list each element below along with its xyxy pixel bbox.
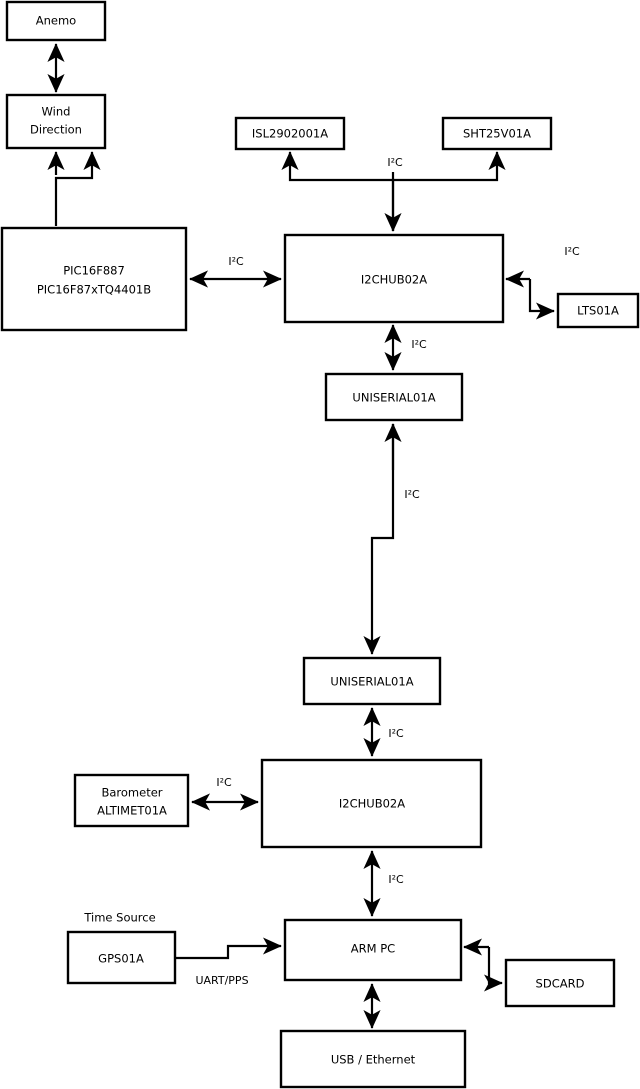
node-barometer-box[interactable]	[73, 773, 190, 828]
node-pic-mcu-label-line2: PIC16F87xTQ4401B	[37, 283, 151, 297]
node-wind-direction-label-line1: Wind	[42, 105, 71, 119]
node-isl2902001a-label: ISL2902001A	[252, 127, 328, 141]
node-sht25v01a[interactable]: SHT25V01A	[441, 116, 553, 151]
node-anemo[interactable]: Anemo	[5, 0, 107, 42]
edge-label-uniserial-bot-hub: I²C	[388, 727, 404, 740]
node-sht25v01a-box[interactable]	[441, 116, 553, 151]
node-uniserial01a-bottom[interactable]: UNISERIAL01A	[302, 656, 442, 706]
node-isl2902001a[interactable]: ISL2902001A	[234, 116, 346, 151]
node-arm-pc[interactable]: ARM PC	[283, 918, 463, 982]
edge-uniserial-link-down	[363, 424, 395, 655]
node-gps01a-box[interactable]	[66, 930, 177, 985]
node-lts01a-label: LTS01A	[577, 304, 619, 318]
node-pic-mcu-label-line1: PIC16F887	[63, 264, 125, 278]
node-i2chub02a-top-box[interactable]	[283, 233, 505, 324]
node-i2chub02a-top[interactable]: I2CHUB02A	[283, 233, 505, 324]
node-arm-pc-box[interactable]	[283, 918, 463, 982]
node-sdcard-box[interactable]	[504, 958, 616, 1008]
edge-label-hub-uniserial-top: I²C	[411, 338, 427, 351]
edge-label-gps-armpc: UART/PPS	[195, 974, 248, 987]
node-i2chub02a-bottom[interactable]: I2CHUB02A	[260, 758, 483, 849]
node-barometer-label-line1: Barometer	[101, 786, 162, 800]
node-sdcard[interactable]: SDCARD	[504, 958, 616, 1008]
node-uniserial01a-top[interactable]: UNISERIAL01A	[324, 372, 464, 422]
edge-label-uniserial-link: I²C	[404, 488, 420, 501]
edge-armpc-sdcard-out	[483, 947, 503, 992]
node-wind-direction-label-line2: Direction	[30, 123, 82, 137]
node-anemo-label: Anemo	[36, 14, 76, 28]
node-lts01a-box[interactable]	[556, 292, 640, 329]
edge-hub-sht	[393, 151, 506, 182]
node-uniserial01a-top-label: UNISERIAL01A	[352, 391, 435, 405]
node-usb-ethernet[interactable]: USB / Ethernet	[279, 1029, 467, 1089]
node-usb-ethernet-box[interactable]	[279, 1029, 467, 1089]
node-anemo-box[interactable]	[5, 0, 107, 42]
node-barometer-label-line2: ALTIMET01A	[97, 804, 167, 818]
edge-label-hub-lts: I²C	[564, 245, 580, 258]
edge-label-barometer-hub: I²C	[216, 776, 232, 789]
node-uniserial01a-bottom-box[interactable]	[302, 656, 442, 706]
edge-pic-wind	[54, 151, 101, 226]
node-pic-mcu[interactable]: PIC16F887 PIC16F87xTQ4401B	[0, 226, 188, 332]
node-wind-direction-box[interactable]	[5, 93, 107, 150]
node-isl2902001a-box[interactable]	[234, 116, 346, 151]
node-i2chub02a-bottom-label: I2CHUB02A	[339, 797, 405, 811]
edge-label-pic-hub: I²C	[228, 255, 244, 268]
edge-label-hub-sensors: I²C	[387, 156, 403, 169]
node-gps01a[interactable]: GPS01A	[66, 930, 177, 985]
edge-hub-isl	[281, 151, 395, 231]
node-i2chub02a-bottom-box[interactable]	[260, 758, 483, 849]
edge-label-hub-armpc: I²C	[388, 873, 404, 886]
label-time-source: Time Source	[83, 911, 155, 925]
edge-gps-armpc	[175, 937, 282, 960]
node-uniserial01a-bottom-label: UNISERIAL01A	[330, 675, 413, 689]
node-usb-ethernet-label: USB / Ethernet	[331, 1053, 416, 1067]
node-lts01a[interactable]: LTS01A	[556, 292, 640, 329]
node-wind-direction[interactable]: Wind Direction	[5, 93, 107, 150]
node-gps01a-label: GPS01A	[98, 952, 144, 966]
node-sdcard-label: SDCARD	[536, 977, 585, 991]
node-i2chub02a-top-label: I2CHUB02A	[361, 273, 427, 287]
edge-hub-lts-out	[528, 279, 555, 320]
node-pic-mcu-box[interactable]	[0, 226, 188, 332]
node-barometer[interactable]: Barometer ALTIMET01A	[73, 773, 190, 828]
node-arm-pc-label: ARM PC	[351, 942, 395, 956]
node-sht25v01a-label: SHT25V01A	[463, 127, 531, 141]
node-uniserial01a-top-box[interactable]	[324, 372, 464, 422]
